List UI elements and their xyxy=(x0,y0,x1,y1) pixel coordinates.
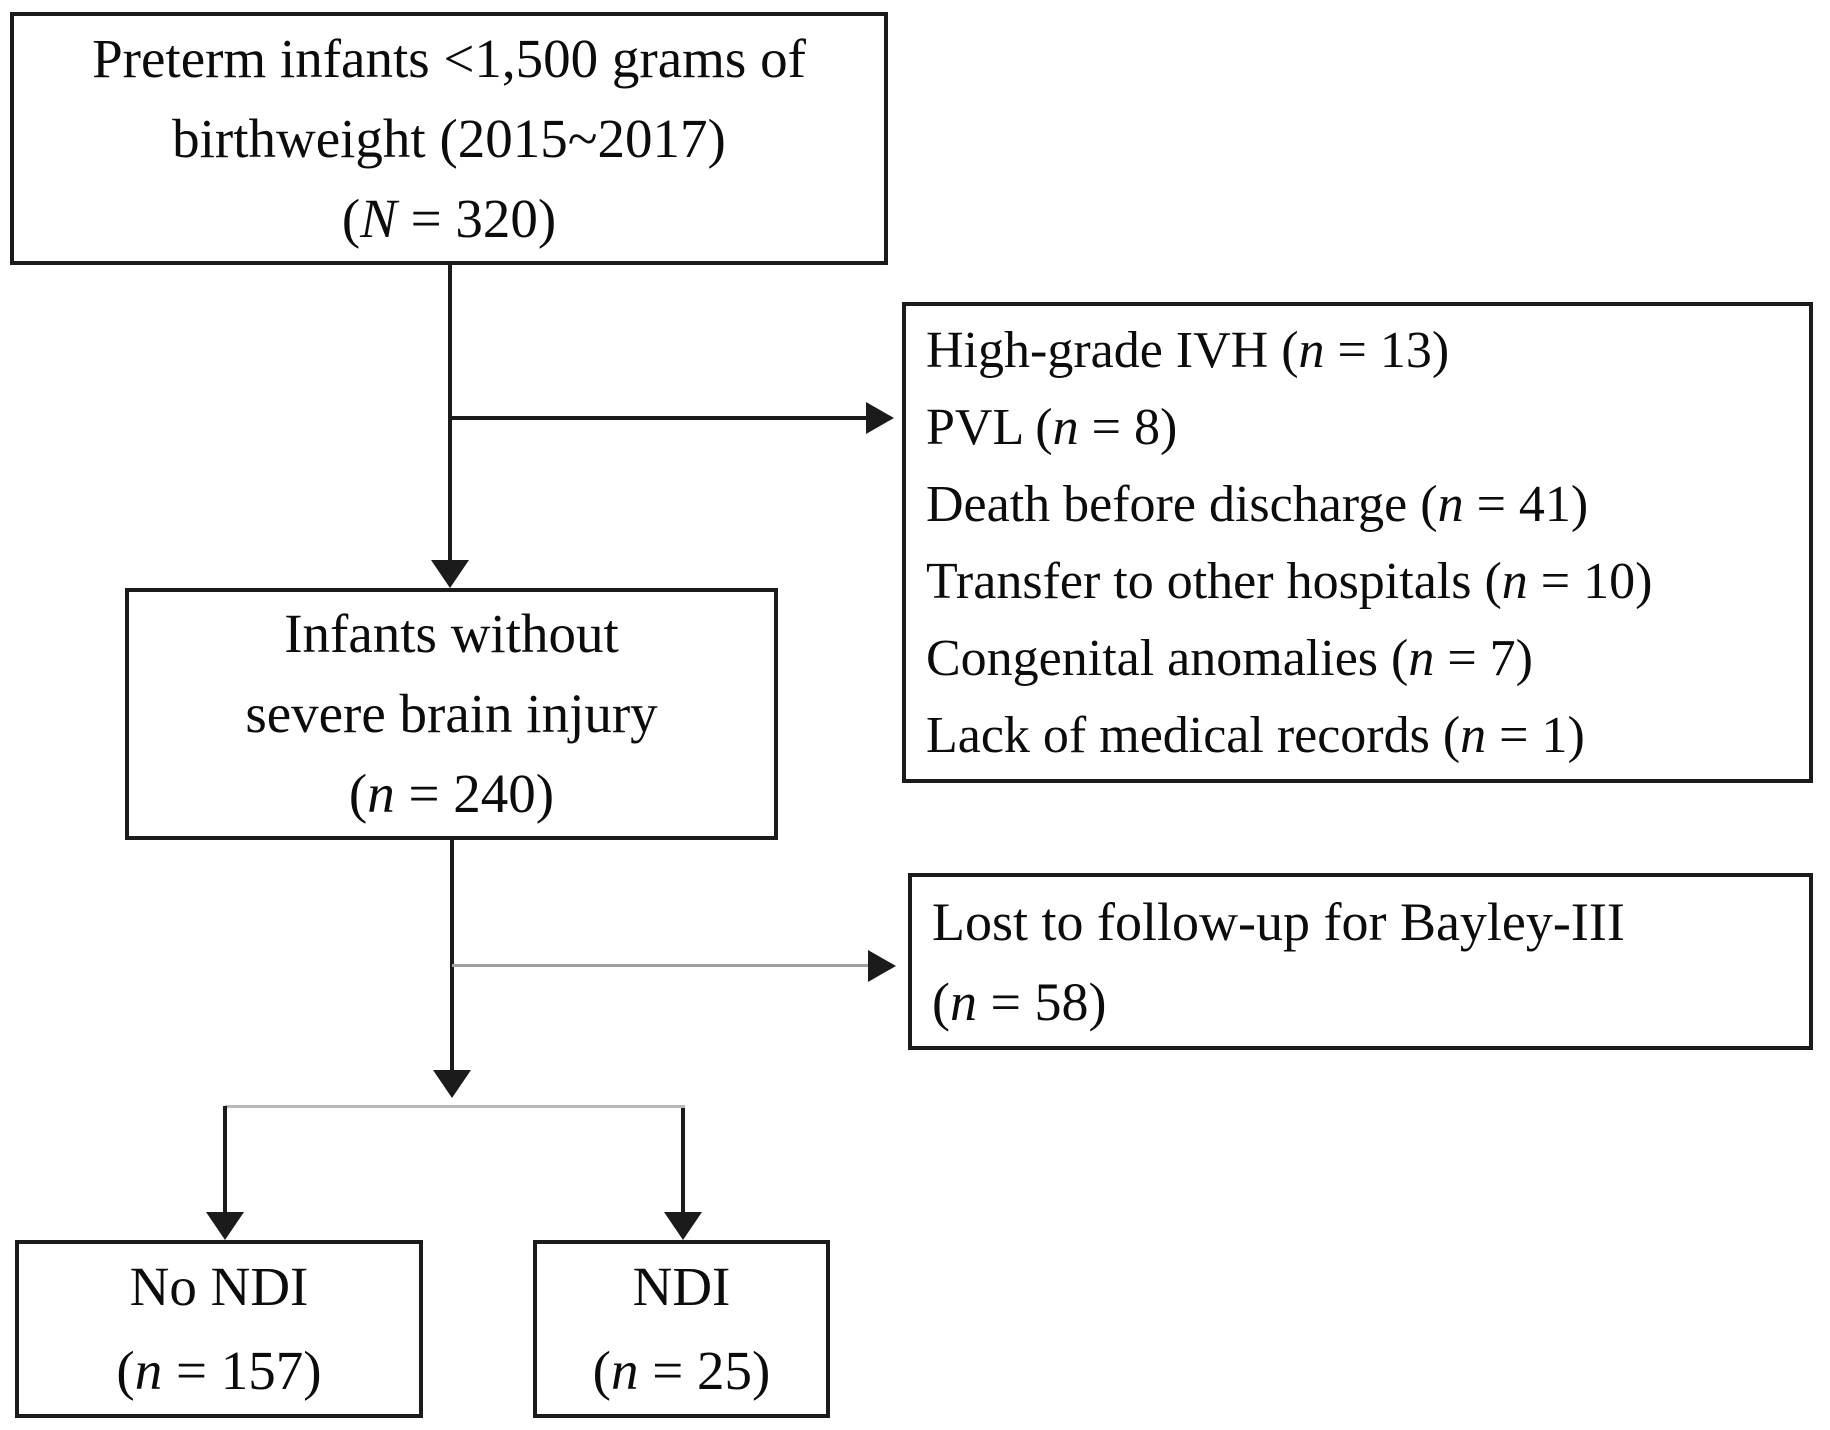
connector-to-ndi xyxy=(681,1108,685,1216)
node-no-ndi: No NDI (n = 157) xyxy=(15,1240,423,1418)
text-line: PVL (n = 8) xyxy=(926,398,1178,456)
text-line: Congenital anomalies (n = 7) xyxy=(926,629,1533,687)
text-line: High-grade IVH (n = 13) xyxy=(926,321,1450,379)
text-line: Lack of medical records (n = 1) xyxy=(926,706,1585,764)
connector-to-lost-followup xyxy=(452,964,872,967)
arrowhead-down-icon xyxy=(433,1070,471,1098)
text-line: Transfer to other hospitals (n = 10) xyxy=(926,552,1653,610)
connector-middle-down xyxy=(450,840,454,1072)
text-line: (n = 157) xyxy=(116,1340,322,1401)
text-line: Infants without xyxy=(284,603,619,664)
text-line: (n = 58) xyxy=(932,971,1107,1032)
arrowhead-down-icon xyxy=(431,560,469,588)
node-lost-to-followup: Lost to follow-up for Bayley-III (n = 58) xyxy=(908,873,1813,1050)
arrowhead-down-icon xyxy=(206,1212,244,1240)
node-ndi: NDI (n = 25) xyxy=(533,1240,830,1418)
arrowhead-right-icon xyxy=(868,950,896,982)
node-infants-without-severe-brain-injury: Infants without severe brain injury (n = 2… xyxy=(125,588,778,840)
text-line: NDI xyxy=(632,1256,731,1317)
text-line: (n = 25) xyxy=(592,1340,771,1401)
text-line: severe brain injury xyxy=(245,683,658,744)
text-line: (N = 320) xyxy=(341,187,557,249)
node-exclusions: High-grade IVH (n = 13) PVL (n = 8) Death … xyxy=(902,302,1813,783)
connector-top-to-middle xyxy=(448,265,452,565)
connector-to-no-ndi xyxy=(223,1106,227,1216)
arrowhead-right-icon xyxy=(866,402,894,434)
split-connector-bar xyxy=(225,1105,685,1108)
connector-to-exclusions xyxy=(450,416,866,420)
text-line: Death before discharge (n = 41) xyxy=(926,475,1589,533)
arrowhead-down-icon xyxy=(664,1212,702,1240)
text-line: No NDI xyxy=(129,1256,309,1317)
text-line: Lost to follow-up for Bayley-III xyxy=(932,891,1625,952)
text-line: (n = 240) xyxy=(348,763,555,824)
text-line: birthweight (2015~2017) xyxy=(172,107,726,169)
node-preterm-infants: Preterm infants <1,500 grams of birthweig… xyxy=(10,12,888,265)
text-line: Preterm infants <1,500 grams of xyxy=(92,27,806,89)
